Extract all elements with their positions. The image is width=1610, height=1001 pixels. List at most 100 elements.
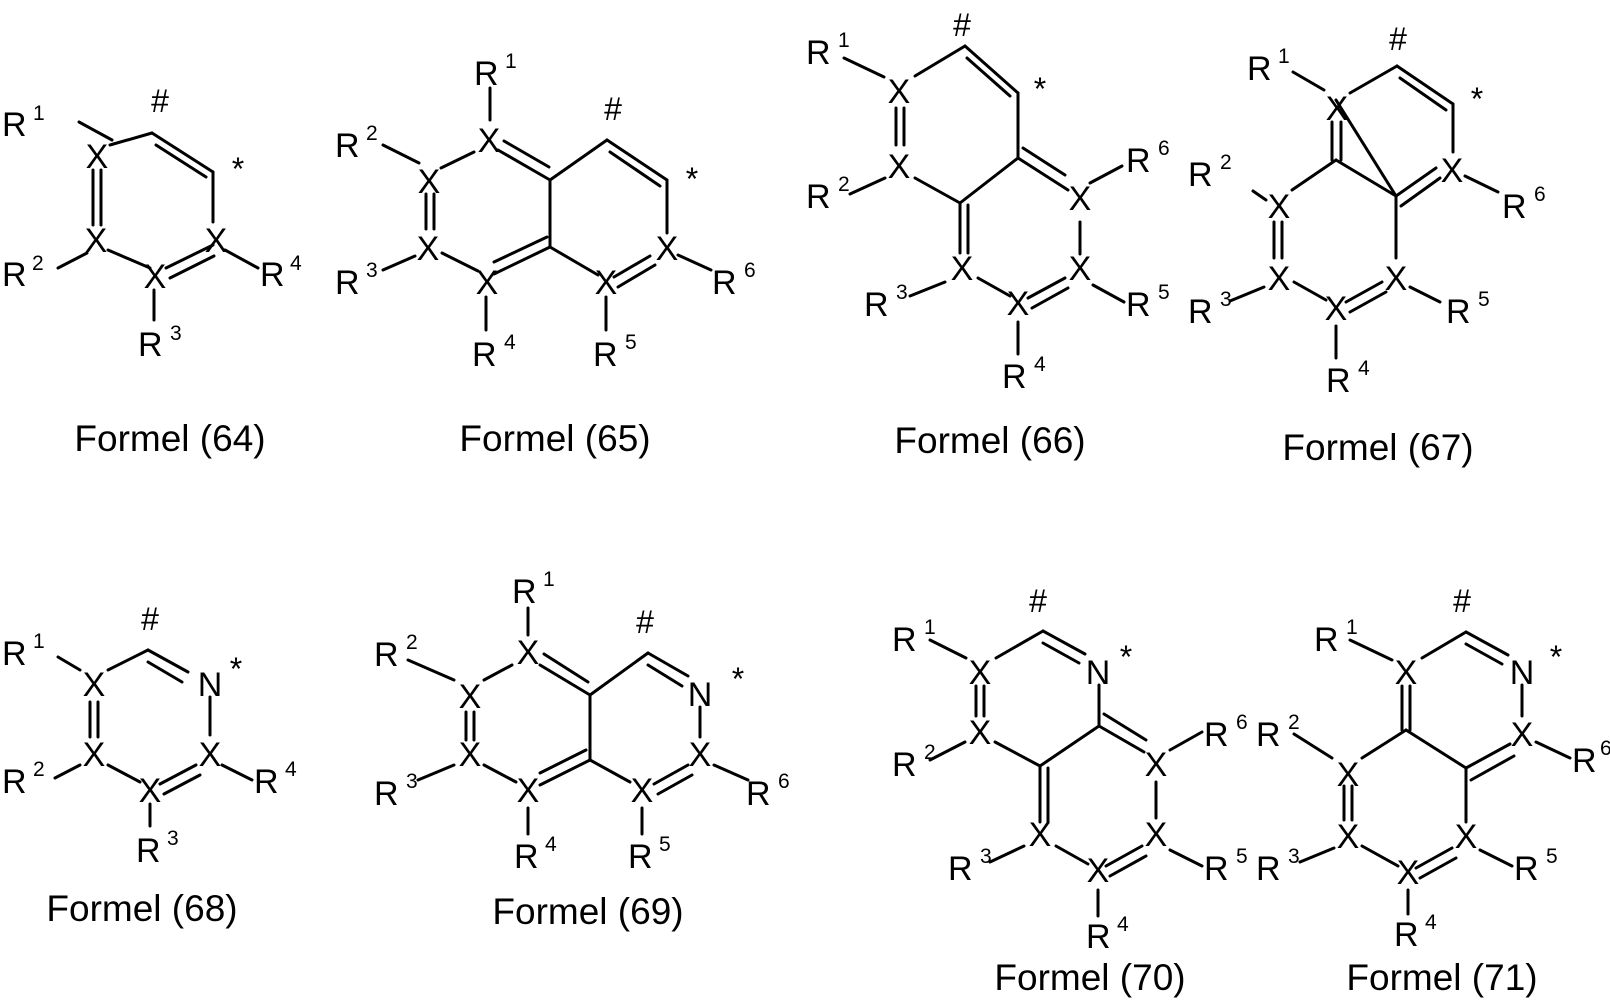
star-mark: * xyxy=(1550,639,1562,675)
substituent-r6: R6 xyxy=(1204,711,1248,754)
atom-x: X xyxy=(888,73,911,111)
atom-x: X xyxy=(83,666,106,704)
substituent-r6: R6 xyxy=(1572,737,1610,780)
substituent-r5: R5 xyxy=(628,833,671,876)
svg-text:1: 1 xyxy=(1278,45,1290,68)
svg-text:R: R xyxy=(1126,286,1151,324)
substituent-r5: R5 xyxy=(1126,281,1170,324)
star-mark: * xyxy=(1120,639,1132,675)
hash-mark: # xyxy=(1389,21,1407,57)
substituent-r4: R4 xyxy=(1326,357,1370,400)
svg-text:2: 2 xyxy=(406,631,418,654)
atom-x: X xyxy=(86,138,109,176)
atom-x: X xyxy=(1397,854,1420,892)
svg-text:5: 5 xyxy=(1236,845,1248,868)
hash-mark: # xyxy=(953,7,971,43)
star-mark: * xyxy=(686,161,698,197)
substituent-r1: R1 xyxy=(892,616,936,659)
atom-x: X xyxy=(1268,188,1291,226)
atom-x: X xyxy=(459,736,482,774)
atom-x: X xyxy=(969,654,992,692)
svg-text:R: R xyxy=(472,336,497,374)
atom-n: N xyxy=(1510,654,1535,692)
svg-text:R: R xyxy=(1086,918,1111,956)
svg-text:4: 4 xyxy=(1117,913,1129,936)
svg-text:R: R xyxy=(806,178,831,216)
substituent-r3: R3 xyxy=(948,845,992,888)
substituent-r5: R5 xyxy=(1446,288,1490,331)
star-mark: * xyxy=(732,661,744,697)
hash-mark: # xyxy=(636,604,654,640)
svg-text:2: 2 xyxy=(33,758,45,781)
substituent-r3: R3 xyxy=(1188,288,1232,331)
svg-text:R: R xyxy=(1326,362,1351,400)
svg-text:R: R xyxy=(892,746,917,784)
substituent-r5: R5 xyxy=(1514,845,1558,888)
svg-text:R: R xyxy=(1204,850,1229,888)
substituent-r1: R1 xyxy=(806,29,850,72)
atom-x: X xyxy=(205,222,228,260)
svg-text:R: R xyxy=(1446,293,1471,331)
svg-text:R: R xyxy=(374,775,399,813)
bonds xyxy=(408,608,748,834)
formula-65: X X X X X X # * R1 R2 R3 R4 R5 R6 Formel… xyxy=(335,50,756,459)
hash-mark: # xyxy=(1453,583,1471,619)
atom-x: X xyxy=(1069,250,1092,288)
caption-formel-69: Formel (69) xyxy=(492,891,683,932)
svg-text:2: 2 xyxy=(32,252,44,275)
svg-text:R: R xyxy=(628,838,653,876)
substituent-r4: R4 xyxy=(472,331,516,374)
formula-69: X X N * X X X X # R1 R2 R3 R4 R5 R6 Form… xyxy=(374,568,790,932)
svg-text:1: 1 xyxy=(33,630,45,653)
substituent-r6: R6 xyxy=(1502,183,1546,226)
hash-mark: # xyxy=(151,83,169,119)
substituent-r1: R1 xyxy=(2,630,45,673)
svg-text:6: 6 xyxy=(1158,137,1170,160)
substituent-r3: R3 xyxy=(1256,845,1300,888)
svg-text:3: 3 xyxy=(980,845,992,868)
svg-text:4: 4 xyxy=(1358,357,1370,380)
svg-text:2: 2 xyxy=(1220,151,1232,174)
substituent-r2: R2 xyxy=(1188,151,1232,194)
caption-formel-67: Formel (67) xyxy=(1282,427,1473,468)
svg-text:4: 4 xyxy=(545,833,557,856)
substituent-r6: R6 xyxy=(712,259,756,302)
substituent-r1: R1 xyxy=(2,102,45,144)
svg-text:R: R xyxy=(746,775,771,813)
svg-text:R: R xyxy=(1204,716,1229,754)
substituent-r2: R2 xyxy=(2,252,44,294)
caption-formel-68: Formel (68) xyxy=(46,888,237,929)
substituent-r4: R4 xyxy=(1394,911,1437,954)
formula-71: X N * X X X X X # R1 R2 R3 R4 R5 R6 Form… xyxy=(1256,583,1610,998)
svg-text:5: 5 xyxy=(1478,288,1490,311)
substituent-r4: R4 xyxy=(260,252,302,294)
formula-70: X N * X X X X X # R1 R2 R3 R4 R5 R6 Form… xyxy=(892,583,1248,998)
svg-text:4: 4 xyxy=(1425,911,1437,934)
svg-text:1: 1 xyxy=(543,568,555,591)
atom-x: X xyxy=(1385,260,1408,298)
formula-68: X N * X X X # R1 R2 R3 R4 Formel (68) xyxy=(2,601,297,929)
svg-text:R: R xyxy=(374,636,399,674)
svg-text:R: R xyxy=(864,286,889,324)
svg-text:3: 3 xyxy=(170,322,182,345)
star-mark: * xyxy=(1034,71,1046,107)
svg-text:R: R xyxy=(2,763,27,801)
svg-text:6: 6 xyxy=(744,259,756,282)
atom-x: X xyxy=(888,148,911,186)
atom-x: X xyxy=(1441,152,1464,190)
substituent-r4: R4 xyxy=(254,758,297,801)
svg-text:3: 3 xyxy=(1288,845,1300,868)
svg-text:R: R xyxy=(136,832,161,870)
atom-x: X xyxy=(1395,654,1418,692)
svg-text:R: R xyxy=(806,34,831,72)
svg-text:4: 4 xyxy=(504,331,516,354)
svg-text:5: 5 xyxy=(625,331,637,354)
atom-x: X xyxy=(199,736,222,774)
atom-x: X xyxy=(1326,90,1349,128)
atom-x: X xyxy=(459,678,482,716)
svg-text:R: R xyxy=(2,635,27,673)
svg-text:3: 3 xyxy=(167,827,179,850)
substituent-r3: R3 xyxy=(138,322,182,364)
svg-text:1: 1 xyxy=(1346,616,1358,639)
